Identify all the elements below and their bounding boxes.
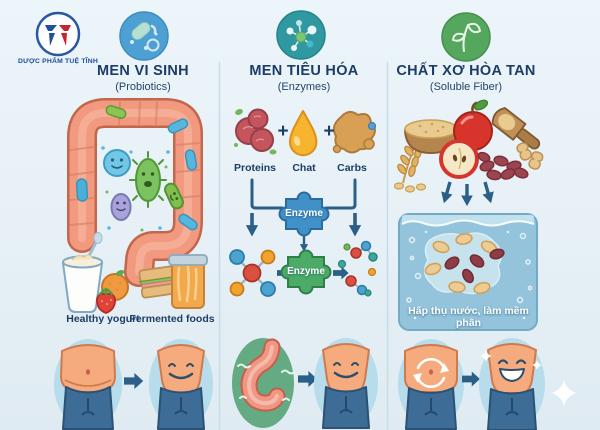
intestine-illustration [67,98,203,287]
sandwich-icon [138,264,181,299]
bacteria-icon [119,11,169,61]
enzyme-puzzle-green [280,249,332,295]
probiotic-foods-illustration [62,232,208,314]
arrow-right-icon [124,373,144,389]
bacterium-rod [164,182,184,210]
enzyme-puzzle-blue [278,191,330,237]
stomach-before-after [232,336,380,430]
bacterium-purple [110,193,132,221]
water-absorption-illustration [398,213,538,331]
bacterium-blue [103,149,131,177]
arrow-right-icon [462,371,480,387]
down-arrows [437,178,498,207]
fiber-foods-illustration [393,99,544,207]
fat-droplet-icon [289,110,318,157]
enzyme-flow-arrows [244,178,363,253]
proteins-icon [234,108,277,155]
probiotics-before-after [53,337,215,430]
happy-belly-icon [147,337,215,430]
leaf-icon [441,12,491,62]
bloated-belly-icon [53,338,123,430]
happy-belly-sparkle-icon [479,338,545,430]
sparkle-icon [551,380,577,406]
grain-scoop-icon [491,107,541,150]
carbs-icon [332,111,377,154]
stomach-icon [232,338,295,428]
happy-belly-icon [312,336,380,430]
fiber-before-after [398,338,577,430]
arrow-right-icon [333,266,349,280]
belly-massage-icon [398,339,464,430]
molecule-icon [276,10,326,60]
molecule-fragments [337,240,378,297]
bacterium-green [129,151,167,208]
brand-logo-icon [35,11,81,57]
fermented-jar-icon [168,254,208,309]
molecule-large [229,249,276,297]
